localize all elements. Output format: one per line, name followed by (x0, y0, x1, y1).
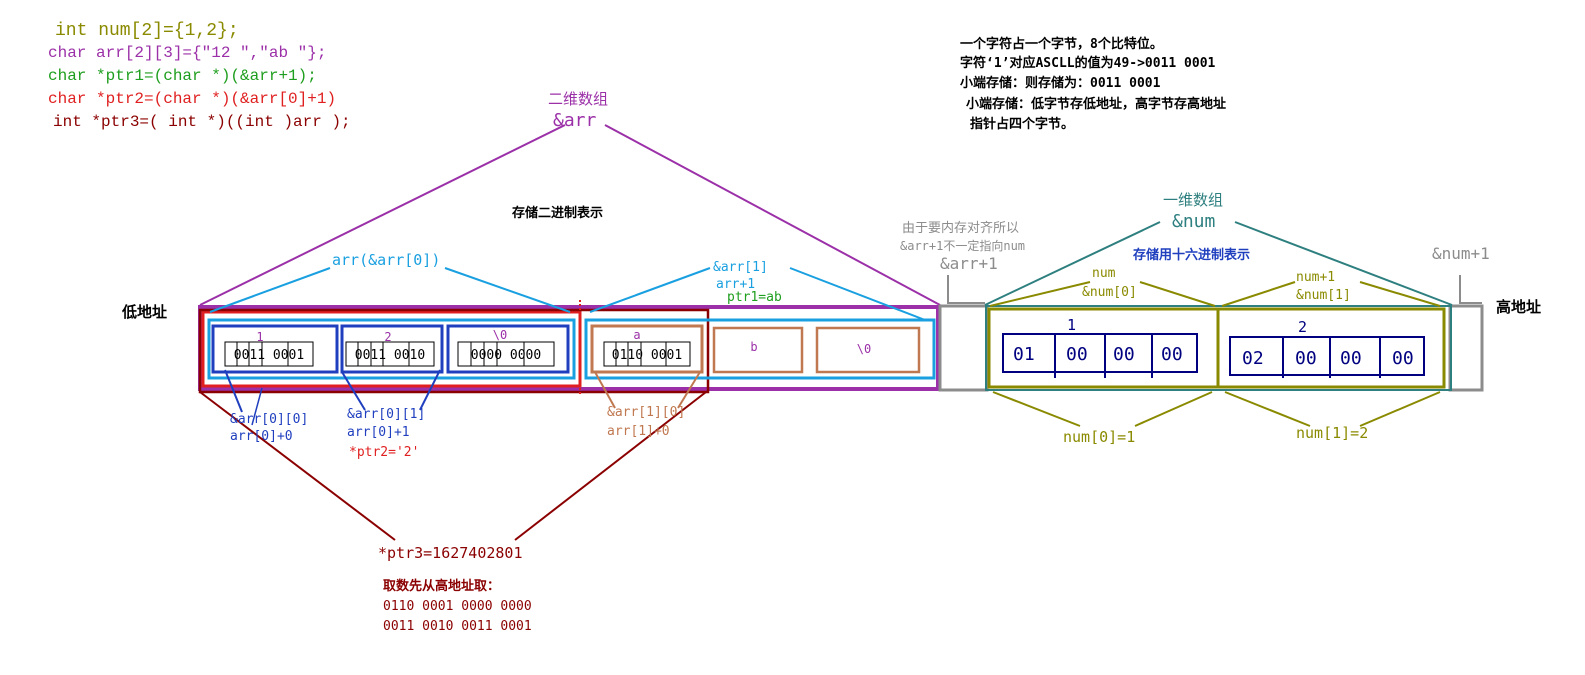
note-line-5: 指针占四个字节。 (970, 117, 1075, 132)
num1-byte: 00 (1295, 348, 1317, 369)
num1-value-label: num[1]=2 (1296, 424, 1369, 442)
low-address-label: 低地址 (122, 303, 168, 321)
arr-address-label: &arr (553, 110, 597, 131)
note-line-3: 小端存储：则存储为：0011 0001 (960, 76, 1161, 91)
cell-bits: 0011 0010 (354, 348, 426, 363)
ptr2-label: *ptr2='2' (349, 445, 420, 460)
arr10-label: &arr[1][0] (607, 405, 686, 420)
num-plus1-address-label: &num+1 (1432, 244, 1490, 263)
note-line-4: 小端存储：低字节存低地址，高字节存高地址 (966, 97, 1227, 112)
ptr1-label: ptr1=ab (727, 290, 782, 305)
arr10-offset-label: arr[1]+0 (607, 424, 670, 439)
cell-bits: 0011 0001 (233, 348, 305, 363)
note-line-2: 字符‘1’对应ASCLL的值为49->0011 0001 (960, 56, 1216, 71)
num0-byte: 00 (1113, 344, 1135, 365)
fetch-line-1: 0110 0001 0000 0000 (383, 599, 532, 614)
cell-bits: 0110 0001 (611, 348, 683, 363)
code-line-ptr2: char *ptr2=(char *)(&arr[0]+1) (48, 90, 337, 108)
arr01-label: &arr[0][1] (347, 407, 426, 422)
code-line-ptr3: int *ptr3=( int *)((int )arr ); (53, 113, 351, 131)
arr01-offset-label: arr[0]+1 (347, 425, 410, 440)
num-label: num (1092, 266, 1116, 281)
num1-byte: 00 (1392, 348, 1414, 369)
code-line-arr: char arr[2][3]={"12 ","ab "}; (48, 44, 327, 62)
cell-bits: 0000 0000 (470, 348, 542, 363)
code-line-num: int num[2]={1,2}; (55, 21, 239, 41)
fetch-line-2: 0011 0010 0011 0001 (383, 619, 532, 634)
arr00-label: &arr[0][0] (230, 412, 309, 427)
align-note-1: 由于要内存对齐所以 (902, 221, 1020, 236)
arr-row0-label: arr(&arr[0]) (332, 251, 441, 269)
num0-value-label: num[0]=1 (1063, 428, 1136, 446)
arr00-offset-label: arr[0]+0 (230, 429, 293, 444)
num0-byte: 00 (1161, 344, 1183, 365)
note-line-1: 一个字符占一个字节，8个比特位。 (960, 37, 1163, 52)
arr-plus1-label: arr+1 (716, 277, 756, 292)
ptr3-label: *ptr3=1627402801 (378, 544, 523, 562)
num0-value-char: 1 (1067, 316, 1077, 334)
num0-byte: 00 (1066, 344, 1088, 365)
arr-2d-title: 二维数组 (548, 90, 609, 108)
cell-char: b (750, 340, 758, 354)
cell-char: 1 (256, 330, 264, 344)
num1-byte: 00 (1340, 348, 1362, 369)
cell-char: \0 (856, 342, 872, 356)
num-title: 一维数组 (1163, 191, 1224, 209)
high-address-label: 高地址 (1496, 298, 1542, 316)
num-plus1-label: num+1 (1296, 270, 1336, 285)
binary-caption: 存储二进制表示 (512, 206, 604, 221)
code-line-ptr1: char *ptr1=(char *)(&arr+1); (48, 67, 317, 85)
cell-char: \0 (492, 328, 508, 342)
num-address-label: &num (1172, 211, 1216, 232)
align-note-2: &arr+1不一定指向num (900, 239, 1026, 253)
arr-addr-plus1-label: &arr+1 (940, 254, 998, 273)
num0-address-label: &num[0] (1082, 285, 1137, 300)
fetch-note: 取数先从高地址取： (383, 579, 501, 594)
cell-char: 2 (384, 330, 392, 344)
num1-address-label: &num[1] (1296, 288, 1351, 303)
num1-value-char: 2 (1298, 318, 1308, 336)
hex-caption: 存储用十六进制表示 (1133, 248, 1251, 263)
cell-char: a (633, 328, 641, 342)
num0-byte: 01 (1013, 344, 1035, 365)
num1-byte: 02 (1242, 348, 1264, 369)
arr-row1-label: &arr[1] (713, 260, 768, 275)
